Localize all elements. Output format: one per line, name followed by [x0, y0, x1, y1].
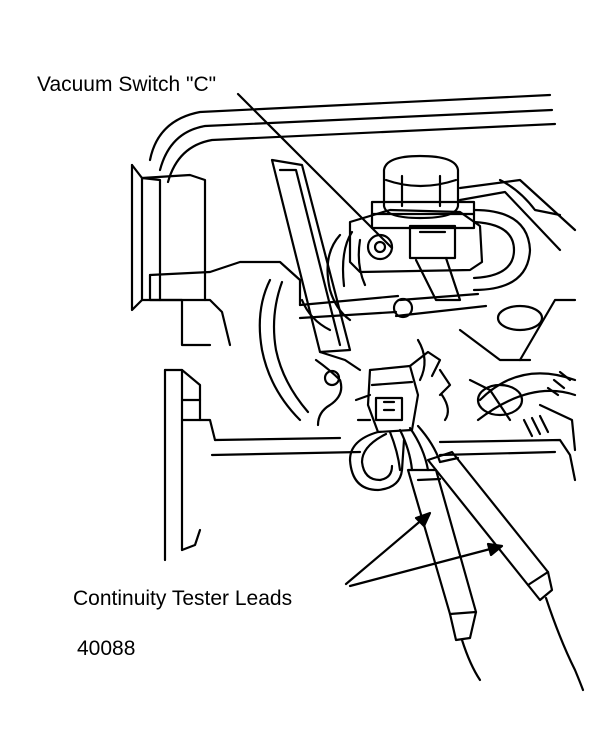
bracket	[270, 158, 362, 427]
leader-lines	[236, 92, 504, 588]
figure-id-label: 40088	[77, 637, 136, 660]
connector	[348, 350, 442, 492]
pipes	[298, 294, 452, 422]
vacuum-switch-label: Vacuum Switch "C"	[37, 73, 217, 96]
tester-leads	[388, 424, 585, 692]
right-plate	[458, 178, 577, 452]
housing-outline	[130, 93, 577, 562]
tester-leads-label: Continuity Tester Leads	[73, 587, 293, 610]
